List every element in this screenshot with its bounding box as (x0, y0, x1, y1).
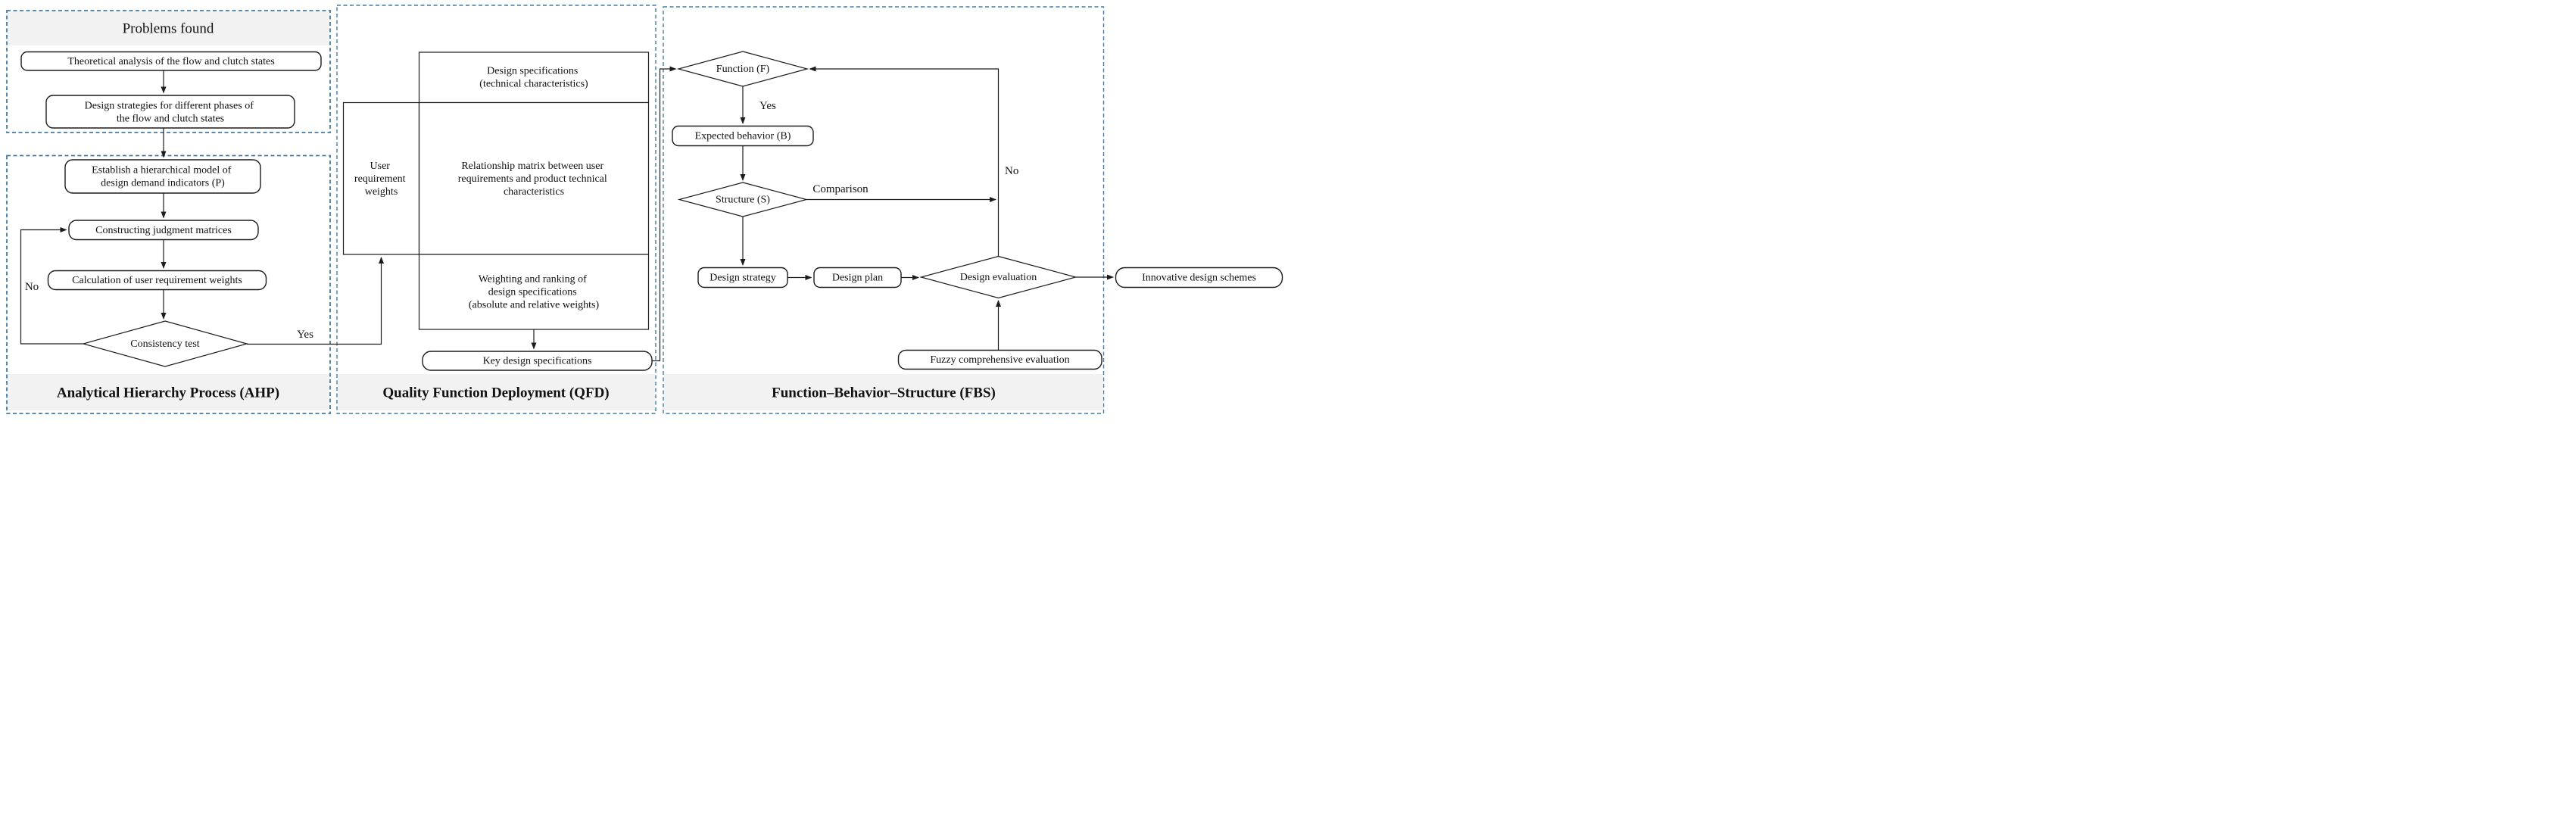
establish-line2: design demand indicators (P) (101, 177, 225, 189)
qfd-panel-border (336, 5, 656, 414)
weighting-line3: (absolute and relative weights) (469, 299, 600, 310)
fbs-panel-border (663, 6, 1105, 414)
relationship-line2: requirements and product technical (458, 173, 607, 185)
weighting-line1: Weighting and ranking of (479, 273, 587, 285)
box-user-requirement-weights (342, 101, 420, 255)
label-yes-ahp: Yes (297, 329, 313, 341)
relationship-line1: Relationship matrix between user (461, 161, 603, 172)
label-comparison: Comparison (812, 183, 869, 195)
box-weighting-ranking-label: Weighting and ranking of design specific… (469, 273, 600, 310)
relationship-line3: characteristics (504, 186, 564, 198)
qfd-footer-label: Quality Function Deployment (QFD) (382, 385, 609, 401)
label-no-ahp: No (25, 281, 39, 293)
node-establish-model-label: Establish a hierarchical model of design… (92, 164, 234, 189)
connector-yes-ahp-to-qfd (247, 257, 384, 345)
flowchart-figure: Problems found Analytical Hierarchy Proc… (0, 0, 1288, 420)
ahp-footer-label: Analytical Hierarchy Process (AHP) (57, 385, 279, 401)
label-yes-fbs: Yes (759, 100, 776, 112)
label-no-fbs: No (1005, 165, 1018, 177)
node-design-strategies-label: Design strategies for different phases o… (85, 100, 257, 124)
establish-line1: Establish a hierarchical model of (92, 164, 232, 176)
problems-panel-title: Problems found (123, 21, 214, 37)
ahp-panel-border (6, 154, 331, 414)
design-strategies-line1: Design strategies for different phases o… (85, 100, 254, 111)
decision-design-evaluation-label: Design evaluation (960, 272, 1037, 283)
box-relationship-matrix (418, 101, 650, 255)
node-expected-behavior-label: Expected behavior (B) (695, 131, 791, 142)
node-innovative-design-schemes (1115, 267, 1283, 289)
box-user-requirement-weights-label: User requirement weights (354, 161, 408, 198)
fbs-footer-label: Function–Behavior–Structure (FBS) (772, 385, 996, 401)
design-strategies-line2: the flow and clutch states (117, 113, 224, 124)
ahp-footer-band (8, 374, 329, 410)
problems-header-band (8, 11, 329, 45)
connector-no-feedback-fbs (809, 66, 1000, 257)
weighting-line2: design specifications (488, 286, 577, 298)
node-constructing-matrices-label: Constructing judgment matrices (95, 225, 232, 236)
node-calculation-weights-label: Calculation of user requirement weights (72, 275, 242, 286)
node-theoretical-analysis (20, 51, 322, 71)
flowchart-canvas: Problems found Analytical Hierarchy Proc… (6, 5, 1283, 414)
design-specs-line2: (technical characteristics) (479, 78, 588, 89)
node-calculation-weights (47, 270, 267, 291)
node-fuzzy-evaluation-label: Fuzzy comprehensive evaluation (930, 354, 1069, 366)
box-design-specifications (418, 51, 650, 104)
box-design-specifications-label: Design specifications (technical charact… (479, 65, 588, 89)
decision-design-evaluation (919, 255, 1077, 299)
fbs-footer-band (664, 374, 1103, 410)
node-theoretical-analysis-label: Theoretical analysis of the flow and clu… (67, 56, 274, 67)
user-weights-line3: weights (365, 186, 398, 198)
node-design-strategy-label: Design strategy (709, 273, 775, 284)
decision-consistency-test-label: Consistency test (130, 338, 199, 350)
node-design-strategies (45, 95, 295, 129)
node-key-design-specifications-label: Key design specifications (483, 356, 592, 367)
node-innovative-design-schemes-label: Innovative design schemes (1142, 273, 1256, 284)
box-weighting-ranking (418, 254, 650, 330)
qfd-footer-band (338, 374, 655, 410)
decision-structure-label: Structure (S) (716, 195, 770, 206)
problems-panel-border (6, 10, 331, 133)
decision-function-label: Function (F) (716, 64, 770, 75)
decision-consistency-test (81, 320, 249, 367)
node-design-plan-label: Design plan (832, 273, 883, 284)
connector-keyspecs-to-function (652, 66, 677, 362)
node-fuzzy-evaluation (897, 349, 1102, 370)
user-weights-line2: requirement (354, 173, 406, 185)
design-specs-line1: Design specifications (487, 65, 578, 76)
user-weights-line1: User (370, 161, 391, 172)
box-relationship-matrix-label: Relationship matrix between user require… (458, 161, 610, 198)
node-establish-model (64, 159, 261, 194)
connector-no-feedback-ahp (20, 227, 83, 345)
